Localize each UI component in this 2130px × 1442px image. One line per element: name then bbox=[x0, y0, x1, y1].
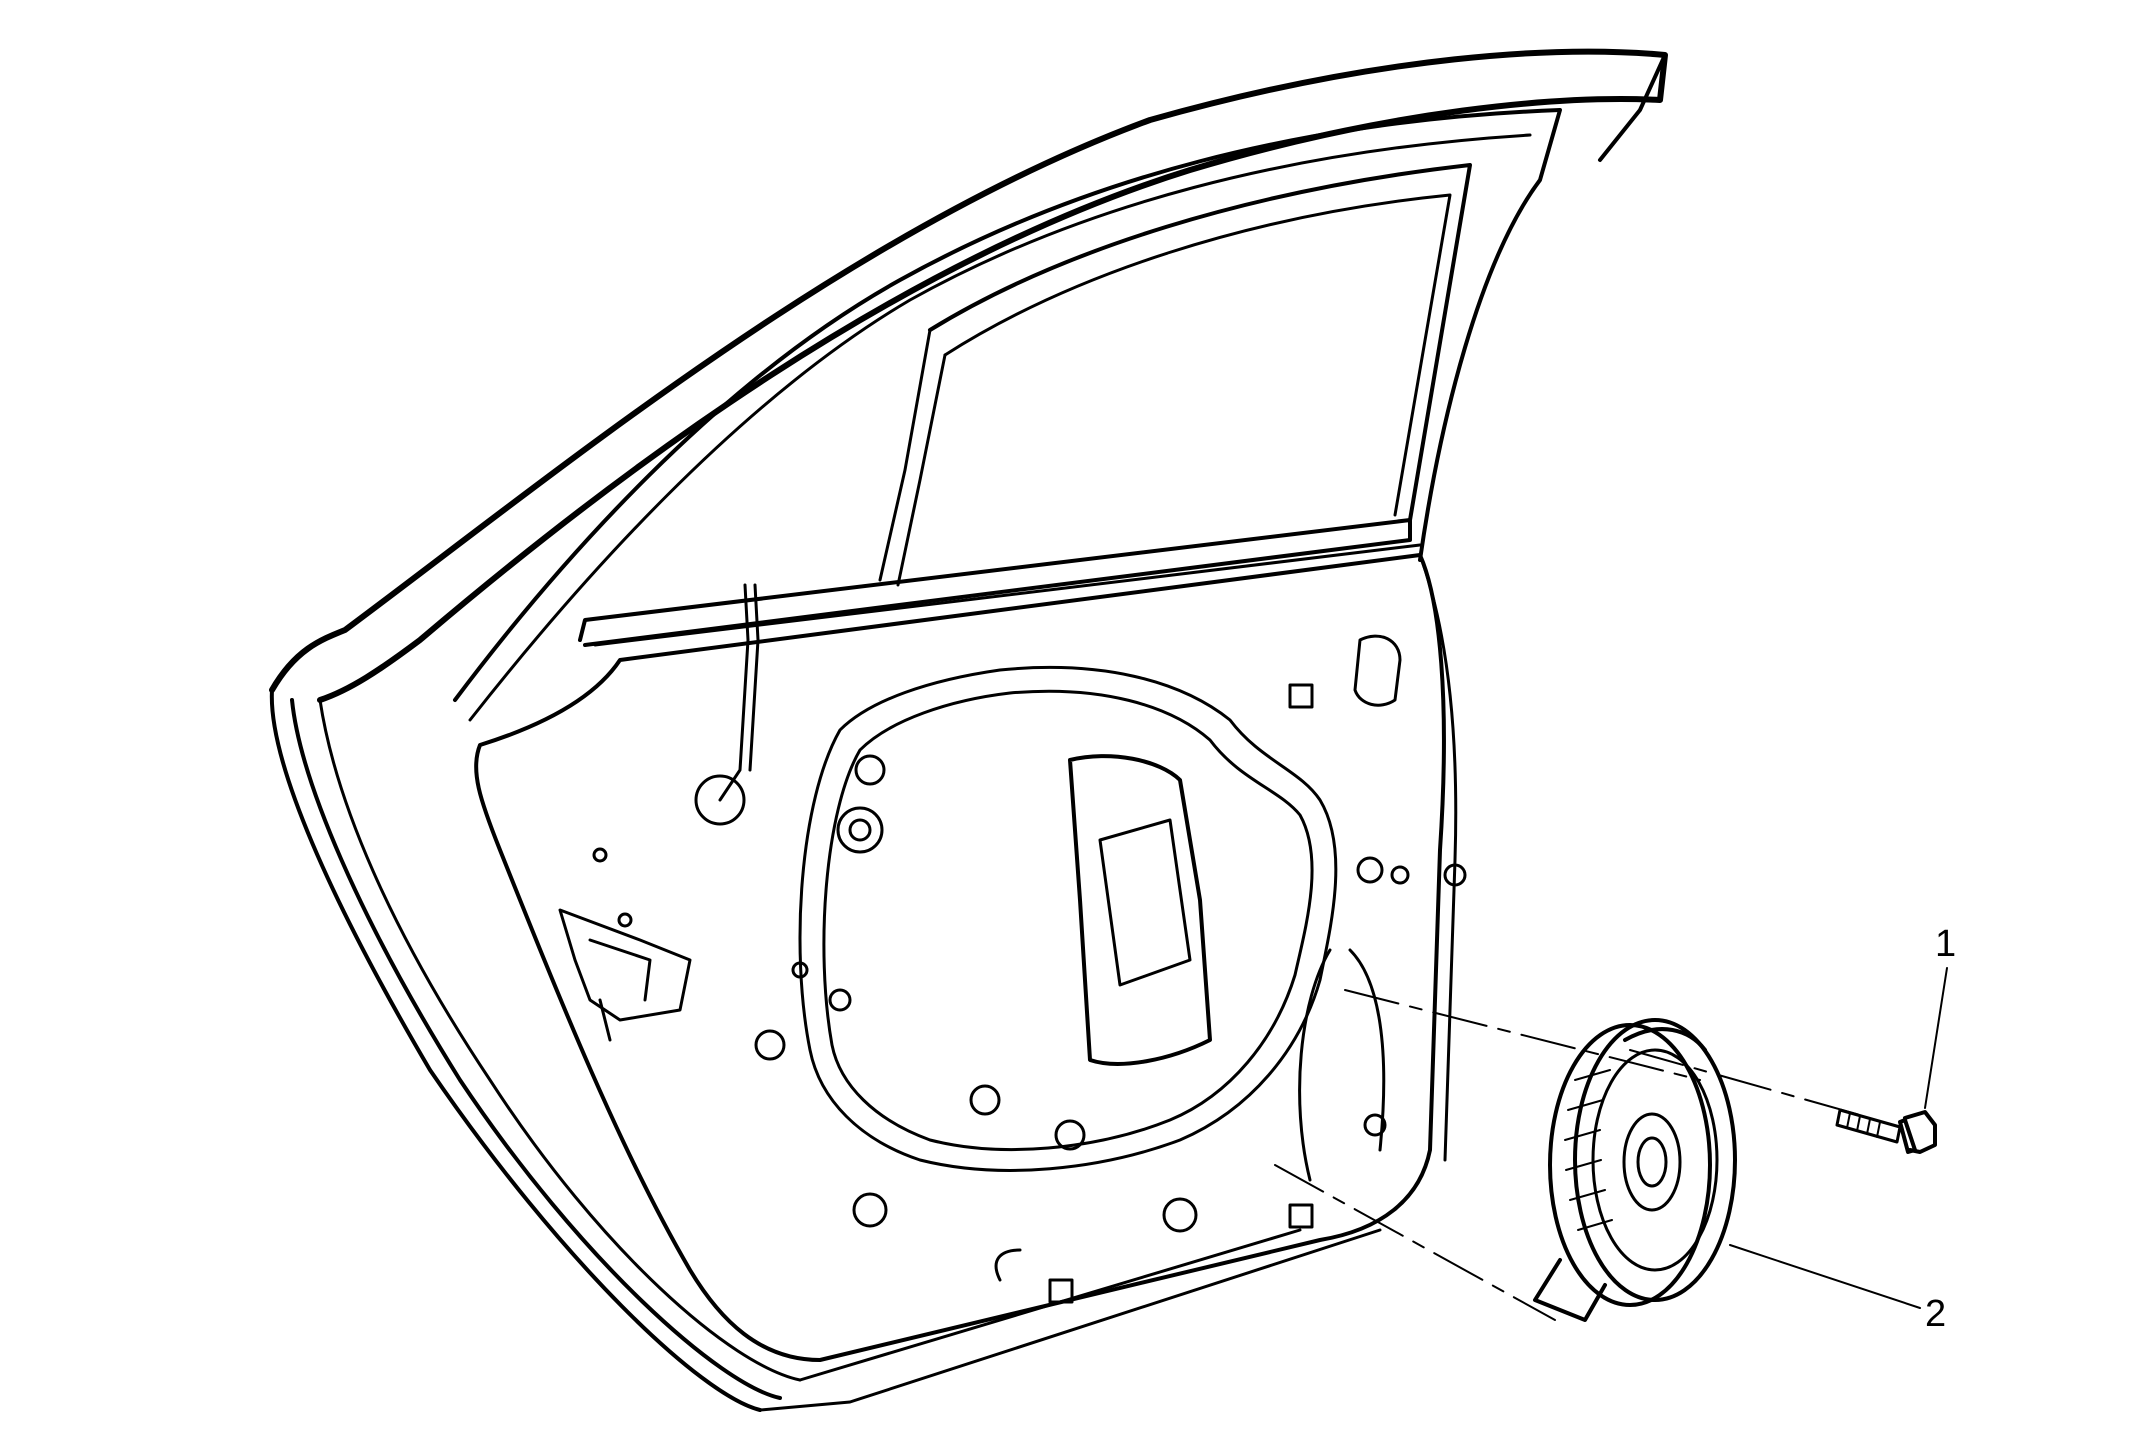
callout-label-1: 1 bbox=[1935, 923, 1957, 965]
window-frame bbox=[453, 108, 1562, 722]
speaker bbox=[1533, 1018, 1737, 1322]
inner-door-panel bbox=[474, 553, 1458, 1362]
door-latch-mechanism bbox=[558, 583, 760, 1042]
callout-label-2: 2 bbox=[1925, 1293, 1947, 1335]
alignment-lines bbox=[1274, 989, 1861, 1321]
callout-leaders bbox=[1729, 967, 1948, 1309]
panel-holes bbox=[592, 634, 1467, 1304]
speaker-screw bbox=[1835, 1108, 1937, 1154]
